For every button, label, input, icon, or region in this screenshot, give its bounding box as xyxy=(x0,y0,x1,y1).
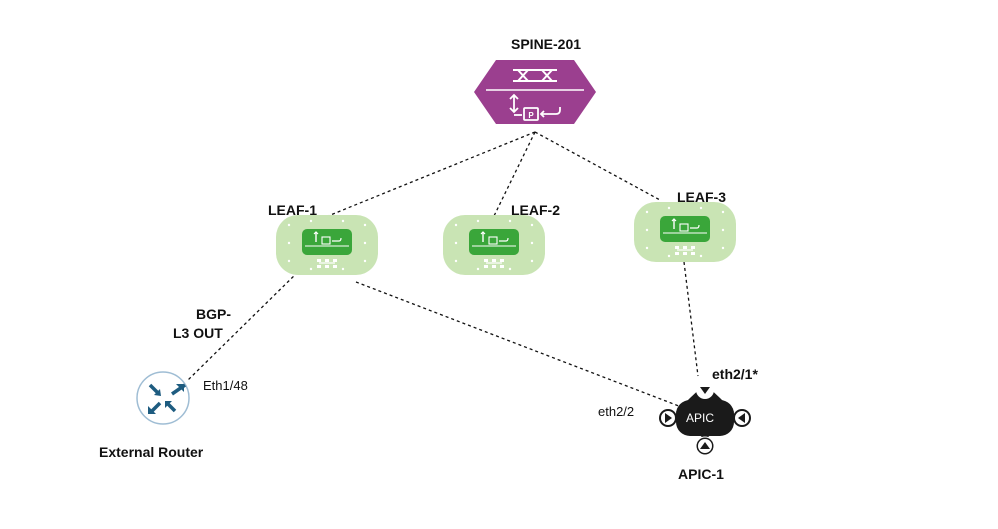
leaf2-label: LEAF-2 xyxy=(511,202,560,218)
router-label: External Router xyxy=(99,444,204,460)
apic-port-leaf3-label: eth2/1* xyxy=(712,366,758,382)
leaf3-switch-icon xyxy=(634,202,736,262)
leaf1-label: LEAF-1 xyxy=(268,202,317,218)
bgp-label-line1: BGP- xyxy=(196,306,231,322)
link-leaf3-apic xyxy=(683,261,699,377)
apic-port-leaf1-label: eth2/2 xyxy=(598,404,635,419)
apic-inner-text: APIC xyxy=(686,411,715,425)
leaf2-switch-icon xyxy=(443,215,545,275)
spine-label: SPINE-201 xyxy=(511,36,582,52)
svg-text:P: P xyxy=(528,111,534,120)
bgp-label-line2: L3 OUT xyxy=(173,325,223,341)
link-spine-leaf1 xyxy=(327,131,536,217)
router-port-label: Eth1/48 xyxy=(203,378,248,393)
leaf1-switch-icon xyxy=(276,215,378,275)
apic-label: APIC-1 xyxy=(678,466,724,482)
apic-controller-icon xyxy=(659,381,751,456)
router-icon xyxy=(136,371,190,425)
leaf3-label: LEAF-3 xyxy=(677,189,726,205)
link-leaf1-apic xyxy=(355,281,685,409)
link-leaf1-router xyxy=(187,267,303,381)
spine-switch-icon: P xyxy=(474,60,596,124)
link-spine-leaf3 xyxy=(534,131,661,201)
